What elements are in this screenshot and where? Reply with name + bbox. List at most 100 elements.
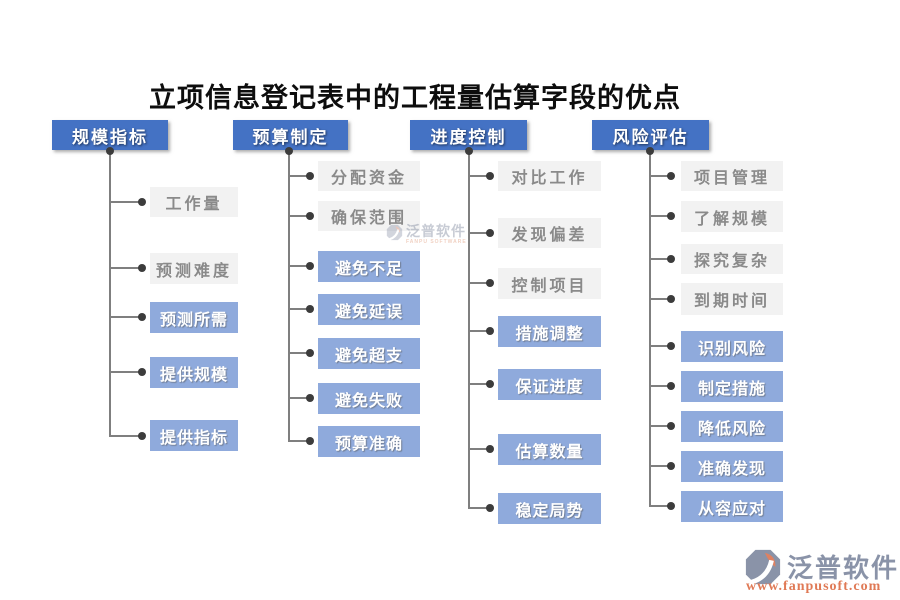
connector-dot [667, 422, 675, 430]
node-col4-item4: 到期时间 [681, 283, 783, 315]
node-col2-item3: 避免不足 [318, 251, 420, 282]
connector-dot [306, 349, 314, 357]
fanpu-logo-icon [745, 549, 781, 585]
connector-dot [306, 262, 314, 270]
column-2-root-dot [285, 147, 293, 155]
connector-dot [486, 504, 494, 512]
connector-line [288, 175, 310, 177]
node-col2-item5: 避免超支 [318, 338, 420, 369]
connector-line [288, 215, 310, 217]
column-3-header: 进度控制 [410, 120, 527, 150]
column-2-header: 预算制定 [233, 120, 348, 150]
connector-line [288, 265, 310, 267]
connector-dot [138, 432, 146, 440]
watermark-subtext: FANPU SOFTWARE [406, 239, 467, 245]
connector-line [288, 352, 310, 354]
connector-dot [667, 212, 675, 220]
node-col2-item6: 避免失败 [318, 383, 420, 414]
footer-logo-name: 泛普软件 [787, 554, 900, 583]
connector-dot [138, 264, 146, 272]
connector-line [468, 282, 490, 284]
connector-line [468, 383, 490, 385]
diagram-title: 立项信息登记表中的工程量估算字段的优点 [149, 83, 681, 113]
connector-dot [306, 437, 314, 445]
node-col3-item2: 发现偏差 [498, 218, 601, 248]
column-1-root-dot [106, 147, 114, 155]
connector-line [468, 330, 490, 332]
connector-dot [486, 445, 494, 453]
connector-dot [667, 462, 675, 470]
connector-dot [667, 295, 675, 303]
connector-line [649, 465, 671, 467]
node-col1-item2: 预测难度 [150, 253, 238, 284]
connector-dot [667, 172, 675, 180]
connector-line [109, 316, 142, 318]
connector-dot [486, 229, 494, 237]
column-4-root-dot [646, 147, 654, 155]
connector-dot [138, 368, 146, 376]
connector-line [649, 385, 671, 387]
connector-dot [138, 313, 146, 321]
connector-line [109, 267, 142, 269]
node-col4-item1: 项目管理 [681, 161, 783, 191]
node-col1-item1: 工作量 [150, 187, 238, 217]
connector-line [109, 371, 142, 373]
column-2-trunk-line [288, 150, 290, 442]
connector-line [288, 308, 310, 310]
connector-dot [667, 255, 675, 263]
connector-line [109, 435, 142, 437]
node-col4-item2: 了解规模 [681, 201, 783, 232]
node-col3-item4: 措施调整 [498, 316, 601, 347]
connector-line [649, 175, 671, 177]
node-col3-item5: 保证进度 [498, 369, 601, 400]
connector-dot [486, 380, 494, 388]
connector-dot [486, 279, 494, 287]
node-col2-item2: 确保范围 [318, 201, 420, 231]
connector-line [468, 232, 490, 234]
column-4-trunk-line [649, 150, 651, 507]
node-col3-item1: 对比工作 [498, 161, 601, 191]
node-col1-item3: 预测所需 [150, 302, 238, 333]
connector-line [649, 425, 671, 427]
connector-dot [667, 502, 675, 510]
connector-line [288, 440, 310, 442]
column-3-trunk-line [468, 150, 470, 509]
connector-line [468, 507, 490, 509]
connector-dot [306, 172, 314, 180]
fanpu-footer-logo: 泛普软件 www.fanpusoft.com [744, 547, 900, 597]
node-col2-item1: 分配资金 [318, 161, 420, 191]
column-3-root-dot [465, 147, 473, 155]
connector-dot [667, 342, 675, 350]
column-1-trunk-line [109, 150, 111, 437]
node-col1-item5: 提供指标 [150, 420, 238, 451]
footer-logo-url: www.fanpusoft.com [746, 579, 882, 594]
node-col4-item3: 探究复杂 [681, 244, 783, 274]
column-1-header: 规模指标 [52, 120, 168, 150]
watermark-name: 泛普软件 [406, 223, 466, 239]
connector-line [468, 448, 490, 450]
connector-dot [486, 172, 494, 180]
node-col3-item7: 稳定局势 [498, 493, 601, 524]
node-col3-item6: 估算数量 [498, 434, 601, 465]
column-4-header: 风险评估 [592, 120, 709, 150]
node-col1-item4: 提供规模 [150, 357, 238, 388]
connector-line [468, 175, 490, 177]
node-col4-item6: 制定措施 [681, 371, 783, 402]
connector-dot [486, 327, 494, 335]
connector-line [288, 397, 310, 399]
connector-dot [306, 394, 314, 402]
connector-dot [138, 198, 146, 206]
connector-dot [667, 382, 675, 390]
connector-line [649, 298, 671, 300]
node-col2-item7: 预算准确 [318, 426, 420, 457]
node-col4-item8: 准确发现 [681, 451, 783, 482]
node-col4-item9: 从容应对 [681, 491, 783, 522]
node-col4-item7: 降低风险 [681, 411, 783, 442]
center-watermark: 泛普软件 FANPU SOFTWARE [386, 224, 467, 245]
connector-dot [306, 305, 314, 313]
connector-line [649, 215, 671, 217]
node-col2-item4: 避免延误 [318, 294, 420, 325]
connector-dot [306, 212, 314, 220]
node-col4-item5: 识别风险 [681, 331, 783, 362]
